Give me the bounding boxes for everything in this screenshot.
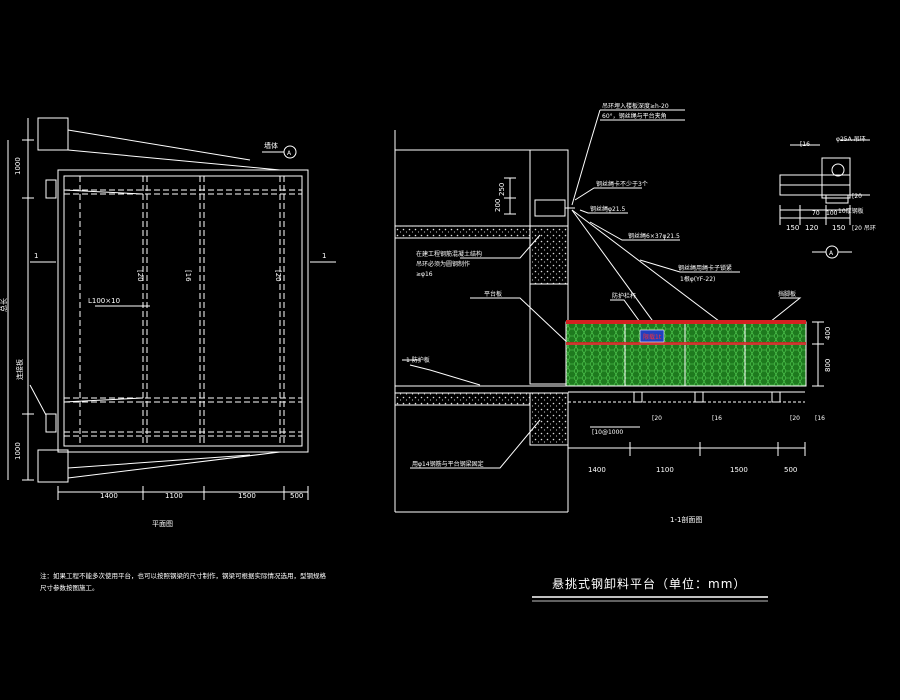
detail-label-4: 10厚钢板 [838, 207, 864, 215]
detail-dim-120: 120 [805, 224, 818, 232]
detail-lifting-ring [831, 163, 845, 177]
detail-dim-150b: 150 [832, 224, 845, 232]
section-dim-250: 250 [498, 183, 506, 196]
section-dim-4: 500 [784, 466, 797, 474]
detail-dim-150a: 150 [786, 224, 799, 232]
guard-height-800: 800 [824, 359, 832, 372]
section-dim-200: 200 [494, 199, 502, 212]
detail-dim-100: 100 [826, 210, 838, 217]
embedded-plate-bottom [45, 413, 57, 433]
angle-label: L100×10 [88, 297, 120, 305]
section-dim-2: 1100 [656, 466, 674, 474]
bracket-note: 连接板 [15, 359, 24, 380]
detail-label-1: [16 [800, 141, 810, 148]
guard-mesh [565, 321, 807, 387]
section-labels: 1400 1100 1500 500 250 200 400 800 [20 [… [406, 102, 832, 524]
note-5: 1根φ(YF-22) [680, 275, 715, 283]
note-10: 挡脚板 [778, 290, 796, 298]
section-beam-2: [16 [712, 415, 722, 422]
detail-a [779, 139, 870, 259]
plan-dim-left-1: 1000 [14, 157, 22, 175]
wire-rope-bottom-2 [67, 451, 281, 479]
plan-dim-4: 500 [290, 492, 303, 500]
lifting-ring-plate [534, 199, 566, 217]
load-limit-text: 限载1t [643, 333, 662, 341]
section-beam-4: [16 [815, 415, 825, 422]
note-13: 用φ14钢筋与平台钢梁固定 [412, 460, 484, 468]
section-dim-3: 1500 [730, 466, 748, 474]
top-rail-red [566, 320, 806, 324]
lower-beam [529, 392, 569, 446]
note-11: 1 防护板 [406, 356, 430, 364]
leader-note-1 [571, 109, 601, 206]
note-2: 钢丝绳φ21.5 [590, 205, 626, 213]
beam-label-3: [20 [274, 270, 282, 282]
plan-dim-1: 1400 [100, 492, 118, 500]
detail-label-5: [20 吊环 [852, 225, 876, 232]
detail-dim-70: 70 [812, 210, 820, 217]
beam-label-1: [20 [136, 270, 144, 282]
notes-line-2: 尺寸参数按图施工。 [40, 583, 99, 592]
wire-rope-top [67, 129, 251, 161]
note-8: ≥φ16 [416, 271, 433, 278]
plan-total-label: 总长 [0, 298, 8, 312]
plan-view [7, 117, 336, 500]
cross-beam-2 [694, 391, 704, 403]
guard-rail: 限载1t [565, 320, 807, 387]
platform-outer-frame [57, 169, 309, 453]
embedded-plate-top [45, 179, 57, 199]
channel-label: [10@1000 [592, 429, 623, 436]
plan-dim-left-2: 1000 [14, 442, 22, 460]
note-7: 吊环必须为圆钢制作 [416, 260, 470, 268]
detail-axis-a: A [829, 250, 834, 257]
section-beam-1: [20 [652, 415, 662, 422]
wire-rope-top-2 [67, 149, 281, 171]
section-mark-1: 1 [34, 252, 38, 260]
platform-inner-frame [63, 175, 303, 447]
plan-dim-3: 1500 [238, 492, 256, 500]
wire-rope-bottom [67, 454, 251, 469]
wall-note: 墙体 [264, 141, 278, 150]
detail-plate [825, 194, 849, 204]
detail-label-2: φ25A 吊环 [836, 136, 866, 143]
cross-beam-3 [771, 391, 781, 403]
notes-block: 注：如果工程不能多次使用平台，也可以按照钢梁的尺寸制作，钢梁可根据实际情况选用，… [40, 571, 327, 592]
note-6: 在建工程钢筋混凝土结构 [416, 250, 482, 258]
section-dim-1: 1400 [588, 466, 606, 474]
note-9: 防护栏杆 [612, 292, 636, 300]
detail-labels: 150 120 150 70 100 [16 φ25A 吊环 [20 10厚钢板… [786, 136, 876, 257]
plan-dim-2: 1100 [165, 492, 183, 500]
upper-beam [529, 225, 569, 285]
detail-label-3: [20 [852, 193, 862, 200]
cross-beam-1 [633, 391, 643, 403]
section-view [394, 109, 824, 513]
top-note-2: 60°，钢丝绳与平台夹角 [602, 112, 667, 120]
note-12: 平台板 [484, 290, 502, 298]
main-title: 悬挑式钢卸料平台（单位：mm） [552, 576, 746, 591]
plan-caption: 平面图 [152, 520, 173, 528]
beam-label-2: [16 [184, 270, 192, 282]
title-block: 悬挑式钢卸料平台（单位：mm） [532, 576, 768, 602]
column-upper [529, 149, 569, 231]
anchor-block-top [37, 117, 69, 151]
axis-a-label: A [287, 150, 292, 157]
note-3: 钢丝绳6×37φ21.5 [628, 232, 680, 240]
lower-slab [394, 392, 531, 406]
top-note-1: 吊环埋入楼板深度≥h-20 [602, 102, 669, 110]
plan-labels: 1400 1100 1500 500 1000 1000 总长 1 1 [20 … [0, 141, 326, 528]
mid-rail-red [566, 342, 806, 345]
notes-line-1: 注：如果工程不能多次使用平台，也可以按照钢梁的尺寸制作，钢梁可根据实际情况选用，… [40, 571, 327, 580]
note-4: 钢丝绳用绳卡子锁紧 [678, 264, 732, 272]
upper-slab [394, 225, 531, 239]
column-lower [529, 283, 569, 385]
plan-dashed-beams [64, 176, 302, 446]
section-mark-1b: 1 [322, 252, 326, 260]
anchor-block-bottom [37, 449, 69, 483]
note-1: 钢丝绳卡不少于3个 [596, 180, 648, 188]
guard-height-400: 400 [824, 327, 832, 340]
section-beam-3: [20 [790, 415, 800, 422]
section-caption: 1-1剖面图 [670, 515, 702, 524]
load-limit-sign [639, 329, 665, 343]
